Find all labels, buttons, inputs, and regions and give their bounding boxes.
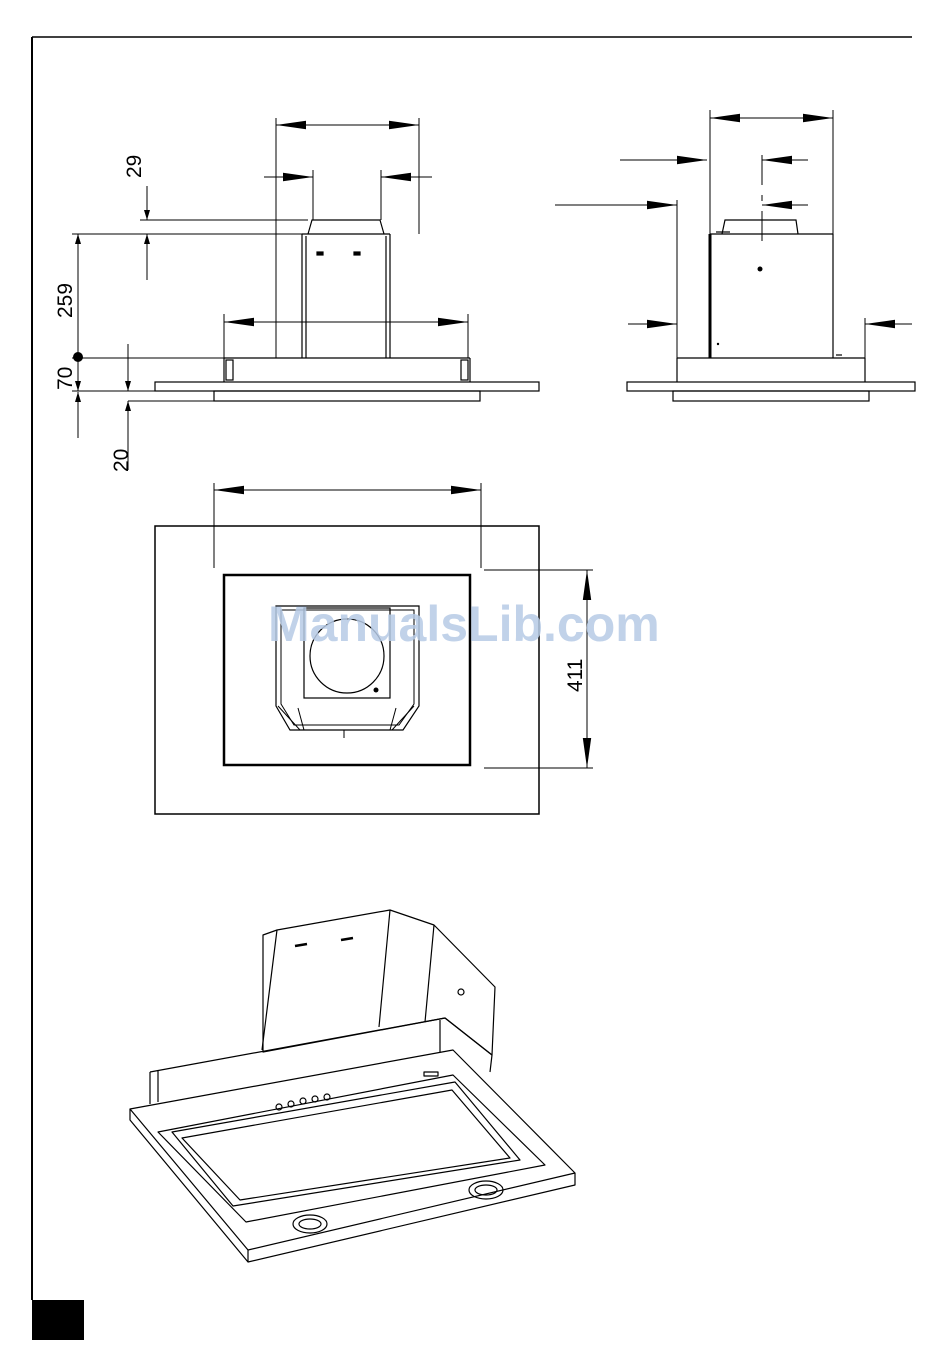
dim-70-label: 70 xyxy=(54,367,77,390)
dim-259-label: 259 xyxy=(54,283,77,318)
top-plan xyxy=(155,526,539,814)
page-frame xyxy=(32,37,912,1300)
outlet-collar xyxy=(308,220,384,234)
iso-canopy-top xyxy=(130,1050,575,1250)
dim-20-label: 20 xyxy=(110,449,133,472)
iso-inner-frame xyxy=(158,1075,545,1222)
left-bracket xyxy=(226,360,233,380)
lower-frame-front xyxy=(214,391,480,401)
right-bracket xyxy=(461,360,468,380)
lower-frame-side xyxy=(673,391,869,401)
canopy-outline xyxy=(155,526,539,814)
iso-chimney xyxy=(263,910,495,1055)
glass-canopy-front xyxy=(155,382,539,391)
page-tab xyxy=(32,1300,84,1340)
side-elevation xyxy=(627,220,915,401)
watermark-text: ManualsLib.com xyxy=(268,596,660,652)
dim-29-label: 29 xyxy=(123,155,146,178)
glass-canopy-side xyxy=(627,382,915,391)
front-elevation xyxy=(155,220,539,401)
isometric-view xyxy=(130,910,575,1262)
dim-411-label: 411 xyxy=(564,659,587,692)
